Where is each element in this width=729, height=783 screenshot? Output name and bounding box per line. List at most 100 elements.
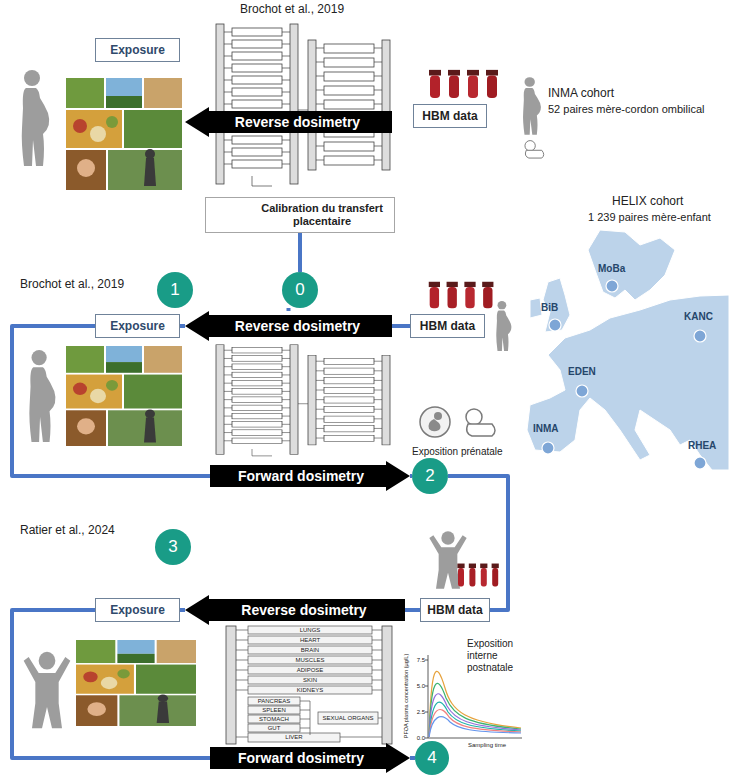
node-text: HBM data xyxy=(420,319,475,333)
block-arrow: Reverse dosimetry xyxy=(185,595,405,625)
map-label: BiB xyxy=(541,302,558,314)
compartment-label: SPLEEN xyxy=(248,706,300,714)
compartment-label: ADIPOSE xyxy=(248,666,372,674)
compartment-label: HEART xyxy=(248,636,372,644)
process-box: Exposure xyxy=(95,598,180,622)
node-text: Reverse dosimetry xyxy=(235,114,360,131)
node-text: Forward dosimetry xyxy=(238,468,364,485)
pregnant-icon xyxy=(523,77,541,135)
arrow-shape xyxy=(185,107,392,137)
tick-label: 5.0 xyxy=(412,682,425,690)
connector-line xyxy=(12,326,210,476)
connector-line xyxy=(180,324,185,328)
node-text: Reverse dosimetry xyxy=(241,602,366,619)
connector-line xyxy=(405,608,420,612)
fetus-icon xyxy=(420,407,450,437)
map-label: INMA xyxy=(533,423,559,435)
compartment-label: LUNGS xyxy=(248,626,372,634)
photo-collage xyxy=(76,640,196,726)
node-text: Reverse dosimetry xyxy=(235,318,360,335)
step-circle: 1 xyxy=(157,272,193,308)
pregnant-icon xyxy=(496,301,511,351)
node-text: Exposure xyxy=(110,319,165,333)
step-circle: 4 xyxy=(415,741,449,775)
child-icon xyxy=(24,652,71,728)
blood-tubes xyxy=(429,70,498,98)
arrow-shape xyxy=(210,461,410,491)
compartment-label: LIVER xyxy=(248,733,340,742)
compartment-label: MUSCLES xyxy=(248,656,372,664)
block-arrow: Forward dosimetry xyxy=(210,461,410,491)
connector-line xyxy=(298,233,302,272)
pregnant-icon xyxy=(29,350,55,442)
cohort-name: INMA cohort xyxy=(548,86,614,100)
cohort-size: 52 paires mère-cordon ombilical xyxy=(548,103,705,116)
process-box: HBM data xyxy=(413,104,487,128)
compartment-label: PANCREAS xyxy=(248,697,300,705)
tick-label: 2.5 xyxy=(412,708,425,716)
node-text: Exposure xyxy=(110,603,165,617)
step-circle: 2 xyxy=(412,458,448,494)
blood-tubes xyxy=(457,564,498,587)
block-arrow: Forward dosimetry xyxy=(210,743,410,773)
map-label: RHEA xyxy=(688,440,716,452)
pbpk-model xyxy=(226,626,392,744)
compartment-label: GUT xyxy=(248,724,300,732)
node-text: HBM data xyxy=(427,603,482,617)
node-text: 2 xyxy=(425,466,434,486)
step-circle: 3 xyxy=(155,529,191,565)
connector-line xyxy=(392,324,410,328)
photo-collage xyxy=(66,346,182,446)
photo-collage xyxy=(66,78,182,190)
citation: Brochot et al., 2019 xyxy=(20,277,124,291)
pbpk-model xyxy=(216,345,390,456)
node-text: Calibration du transfert placentaire xyxy=(256,202,388,228)
citation: Ratier et al., 2024 xyxy=(20,523,115,537)
icon-caption: Exposition prénatale xyxy=(412,446,503,458)
node-text: HBM data xyxy=(422,109,477,123)
axis-title: Sampling time xyxy=(468,742,506,749)
node-text: 0 xyxy=(295,280,304,300)
compartment-label: SKIN xyxy=(248,676,372,684)
pregnant-icon xyxy=(22,70,49,166)
node-text: Exposure xyxy=(110,43,165,57)
baby-icon xyxy=(525,141,544,158)
compartment-label: KIDNEYS xyxy=(248,686,372,694)
node-text: 1 xyxy=(170,280,179,300)
tick-label: 0.0 xyxy=(412,734,425,742)
chart-title: Exposition interne postnatale xyxy=(466,638,528,674)
process-box: HBM data xyxy=(410,314,485,338)
connector-line xyxy=(180,608,185,612)
compartment-label: SEXUAL ORGANS xyxy=(318,712,378,724)
compartment-label: STOMACH xyxy=(248,715,300,723)
process-box: Exposure xyxy=(95,314,180,338)
step-circle: 0 xyxy=(282,272,318,308)
connector-line xyxy=(287,308,291,311)
compartment-label: BRAIN xyxy=(248,646,372,654)
pbpk-model xyxy=(216,24,390,186)
node-text: 3 xyxy=(168,537,177,557)
connector-line xyxy=(448,476,508,610)
block-arrow: Reverse dosimetry xyxy=(185,107,392,137)
europe-map xyxy=(527,230,729,470)
node-text: 4 xyxy=(427,748,436,768)
citation: Brochot et al., 2019 xyxy=(240,2,344,16)
cohort-dot xyxy=(542,280,706,469)
axis-title: PFOA plasma concentration (µg/L) xyxy=(403,654,410,739)
connector-line xyxy=(12,610,210,758)
blood-tubes xyxy=(429,282,494,308)
baby-icon xyxy=(466,409,495,436)
block-arrow: Reverse dosimetry xyxy=(185,311,392,341)
map-label: EDEN xyxy=(568,366,596,378)
cohort-name: HELIX cohort xyxy=(612,194,683,208)
map-label: KANC xyxy=(684,311,713,323)
map-label: MoBa xyxy=(598,263,625,275)
process-box: Exposure xyxy=(95,38,180,62)
cohort-size: 1 239 paires mère-enfant xyxy=(588,211,711,224)
arrow-shape xyxy=(210,743,410,773)
process-box: HBM data xyxy=(420,598,490,622)
tick-label: 7.5 xyxy=(412,656,425,664)
calibration-box: Calibration du transfert placentaire xyxy=(205,197,395,233)
arrow-shape xyxy=(185,311,392,341)
arrow-shape xyxy=(185,595,405,625)
